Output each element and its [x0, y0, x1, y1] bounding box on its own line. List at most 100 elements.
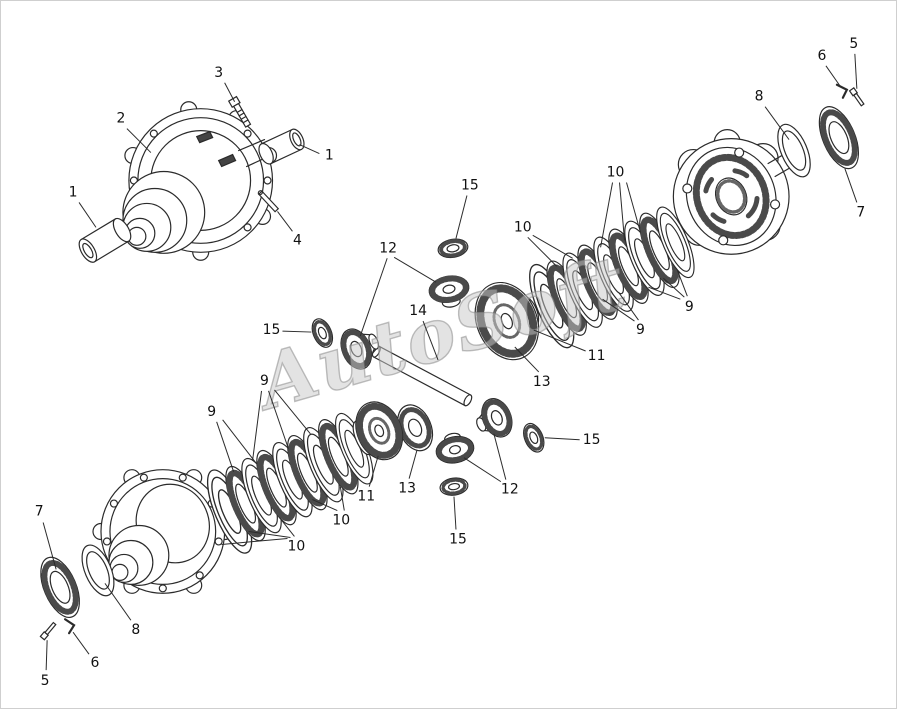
part-callout-9: 9 — [260, 373, 269, 389]
leader-line — [544, 437, 580, 441]
leader-line — [619, 182, 625, 241]
part-callout-15: 15 — [449, 531, 467, 547]
leader-line — [463, 457, 502, 483]
housing-slot — [217, 153, 237, 168]
leader-line — [339, 486, 345, 511]
part-callout-6: 6 — [817, 48, 826, 64]
thrust-washer-bottom — [439, 477, 469, 496]
housing-slot — [195, 130, 214, 144]
leader-line — [224, 82, 236, 102]
leader-line — [42, 522, 57, 570]
part-callout-15: 15 — [583, 432, 601, 448]
thrust-washer-right — [523, 422, 545, 453]
artwork-layer — [39, 83, 865, 641]
leader-line — [455, 195, 468, 239]
leader-line — [216, 421, 235, 472]
leader-line — [648, 286, 681, 300]
leader-line-layer — [42, 53, 858, 671]
leader-line — [764, 106, 790, 140]
leader-line — [618, 291, 639, 321]
leader-line — [359, 258, 388, 337]
leader-line — [453, 496, 457, 530]
bolt-small-upper — [848, 87, 865, 107]
lower-clutch-assembly — [39, 408, 381, 641]
splined-gear — [352, 401, 404, 461]
part-callout-5: 5 — [41, 673, 50, 689]
watermark-text: AutoSoft — [244, 239, 637, 428]
leader-line — [277, 211, 293, 232]
side-gear-lower — [397, 404, 434, 452]
cross-shaft — [371, 345, 473, 407]
spider-gear-top — [428, 275, 470, 308]
thrust-washer-top — [437, 238, 469, 259]
part-callout-8: 8 — [131, 622, 140, 638]
leader-line — [533, 329, 586, 352]
leader-line — [527, 236, 558, 267]
leader-line — [282, 330, 312, 333]
part-callout-9: 9 — [636, 322, 645, 338]
bolt-small-lower — [39, 621, 57, 641]
clip-lower — [63, 618, 76, 635]
part-callout-1: 1 — [69, 184, 78, 200]
part-callout-7: 7 — [35, 504, 44, 520]
part-callout-6: 6 — [91, 655, 100, 671]
leader-line — [104, 583, 132, 621]
leader-line — [78, 202, 97, 228]
leader-line — [72, 631, 90, 655]
part-callout-1: 1 — [325, 148, 334, 164]
leader-line — [602, 298, 635, 322]
leader-line — [493, 433, 507, 480]
clip-upper — [835, 83, 849, 99]
leader-line — [221, 537, 288, 545]
part-callout-14: 14 — [409, 303, 427, 319]
differential-carrier-assembly — [78, 95, 305, 263]
part-callout-5: 5 — [849, 36, 858, 52]
part-callout-9: 9 — [685, 299, 694, 315]
spider-gear-bottom — [435, 432, 475, 464]
part-callout-12: 12 — [501, 482, 519, 498]
leader-line — [663, 277, 685, 298]
leader-line — [532, 234, 573, 259]
bearing-ring-upper — [777, 123, 811, 178]
leader-line — [408, 449, 418, 479]
part-callout-10: 10 — [332, 513, 350, 529]
spider-gear-left — [340, 328, 380, 370]
leader-line — [299, 144, 320, 155]
bushing-left — [78, 217, 132, 263]
part-callout-2: 2 — [116, 111, 125, 127]
leader-line — [854, 53, 858, 89]
leader-line — [45, 640, 48, 671]
part-callout-3: 3 — [214, 65, 223, 81]
leader-line — [393, 256, 437, 283]
part-callout-13: 13 — [533, 374, 551, 390]
leader-line — [268, 390, 289, 449]
leader-line — [274, 389, 311, 435]
knurled-ring-upper — [818, 106, 860, 170]
leader-line — [825, 65, 841, 87]
leader-line — [252, 390, 263, 461]
leader-line — [422, 320, 439, 361]
thrust-washer-left — [311, 318, 334, 348]
leader-line — [368, 455, 379, 487]
part-callout-10: 10 — [288, 538, 306, 554]
callout-layer: 3211415101086579912141513111512131115101… — [35, 36, 866, 689]
leader-line — [312, 499, 338, 512]
bearing-ring-lower — [81, 544, 115, 597]
part-callout-8: 8 — [755, 89, 764, 105]
leader-line — [126, 128, 152, 153]
part-callout-10: 10 — [607, 165, 625, 181]
spider-gear-right — [476, 398, 513, 438]
part-callout-15: 15 — [263, 322, 281, 338]
leader-line — [514, 346, 540, 373]
leader-line — [844, 168, 858, 203]
clutch-housing-upper — [672, 129, 795, 255]
bolt — [227, 95, 252, 128]
pin — [257, 190, 280, 213]
part-callout-9: 9 — [207, 404, 216, 420]
part-callout-10: 10 — [514, 219, 532, 235]
carrier-hub — [122, 170, 206, 254]
leader-line — [626, 182, 641, 233]
bushing-right — [258, 128, 305, 165]
part-callout-7: 7 — [856, 204, 865, 220]
